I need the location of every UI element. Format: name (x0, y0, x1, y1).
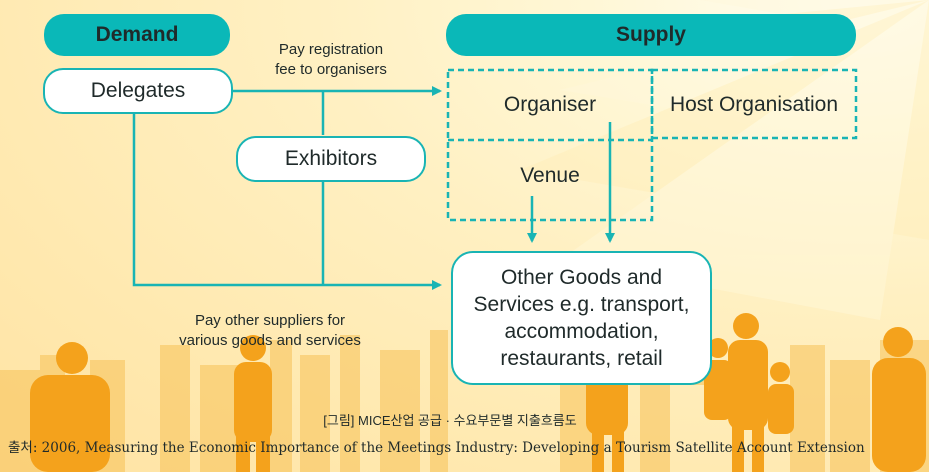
other-goods-line: accommodation, (504, 320, 659, 343)
supply-header-text: Supply (615, 23, 686, 46)
pay-registration-line: fee to organisers (275, 61, 387, 78)
host-organisation-label: Host Organisation (669, 93, 839, 116)
pay-other-line: Pay other suppliers for (194, 312, 346, 329)
host-organisation-node: Host Organisation (654, 84, 854, 126)
exhibitors-node: Exhibitors (236, 136, 426, 182)
supply-header: Supply (446, 14, 856, 56)
arrow-delegates-to-other-goods (132, 110, 442, 290)
pay-other-suppliers-label: Pay other suppliers for various goods an… (150, 311, 390, 351)
pay-registration-label: Pay registration fee to organisers (236, 40, 426, 80)
organiser-label: Organiser (503, 93, 597, 116)
other-goods-node: Other Goods and Services e.g. transport,… (451, 251, 712, 385)
figure-source: 출처: 2006, Measuring the Economic Importa… (8, 440, 865, 456)
supply-dashed-group-right (650, 68, 858, 140)
other-goods-line: restaurants, retail (500, 347, 663, 370)
demand-header: Demand (44, 14, 230, 56)
delegates-label: Delegates (90, 79, 186, 102)
other-goods-line: Services e.g. transport, (473, 293, 690, 316)
organiser-node: Organiser (450, 84, 650, 126)
venue-label: Venue (520, 164, 580, 187)
other-goods-line: Other Goods and (500, 266, 663, 289)
supply-dashed-group-left (446, 68, 654, 222)
venue-node: Venue (450, 155, 650, 197)
exhibitors-label: Exhibitors (284, 147, 378, 170)
pay-other-line: various goods and services (179, 332, 361, 349)
delegates-node: Delegates (43, 68, 233, 114)
figure-caption: [그림] MICE산업 공급 · 수요부문별 지출흐름도 (323, 413, 577, 428)
demand-header-text: Demand (95, 23, 179, 46)
other-goods-text: Other Goods and Services e.g. transport,… (474, 264, 690, 372)
pay-registration-line: Pay registration (278, 41, 384, 58)
